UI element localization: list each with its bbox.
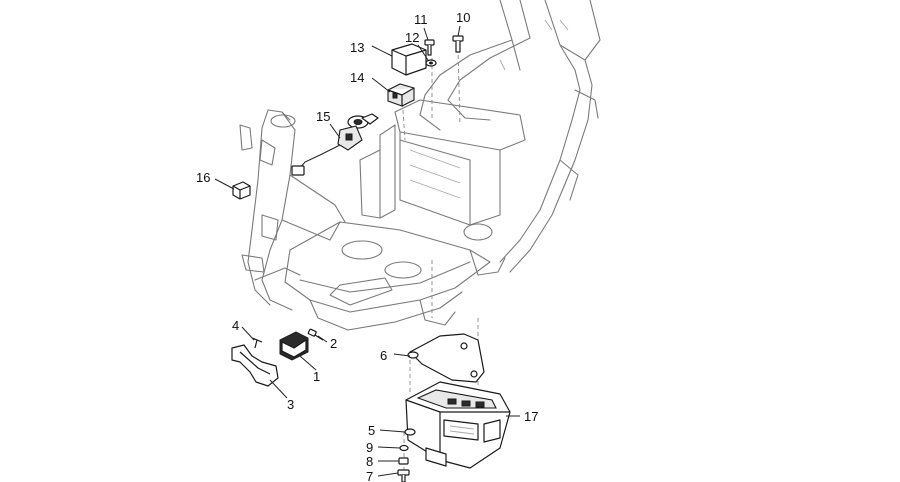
callout-11: 11 <box>414 12 428 27</box>
callout-5: 5 <box>368 423 375 438</box>
callout-1: 1 <box>313 369 320 384</box>
part-10-screw <box>452 35 464 53</box>
callout-14: 14 <box>350 70 364 85</box>
part-16-connector <box>232 181 251 200</box>
part-6-plate <box>407 333 485 383</box>
part-14-relay-holder <box>387 83 415 107</box>
scooter-frame <box>239 0 601 331</box>
leader-lines <box>214 25 520 477</box>
part-17-control-unit <box>405 381 511 469</box>
part-7-screw <box>397 469 410 482</box>
part-5-grommet <box>404 428 416 436</box>
callout-15: 15 <box>316 109 330 124</box>
callout-6: 6 <box>380 348 387 363</box>
part-13-relay <box>391 43 427 76</box>
callout-10: 10 <box>456 10 470 25</box>
callout-7: 7 <box>366 469 373 482</box>
part-11-screw <box>424 39 435 56</box>
callout-13: 13 <box>350 40 364 55</box>
callout-labels: 10 11 12 13 14 15 16 4 2 1 3 6 17 5 9 8 … <box>196 10 538 482</box>
callout-8: 8 <box>366 454 373 469</box>
part-12-washer <box>425 59 437 67</box>
part-3-bracket <box>231 344 279 387</box>
part-4-screw <box>251 337 263 349</box>
callout-3: 3 <box>287 397 294 412</box>
part-2-screw <box>307 328 324 341</box>
callout-4: 4 <box>232 318 239 333</box>
part-15-ignition-switch <box>291 113 379 176</box>
part-1-unit <box>279 331 309 361</box>
callout-16: 16 <box>196 170 210 185</box>
callout-17: 17 <box>524 409 538 424</box>
callout-9: 9 <box>366 440 373 455</box>
callout-2: 2 <box>330 336 337 351</box>
callout-12: 12 <box>405 30 419 45</box>
part-8-spacer <box>398 457 409 465</box>
part-9-washer <box>399 444 409 452</box>
